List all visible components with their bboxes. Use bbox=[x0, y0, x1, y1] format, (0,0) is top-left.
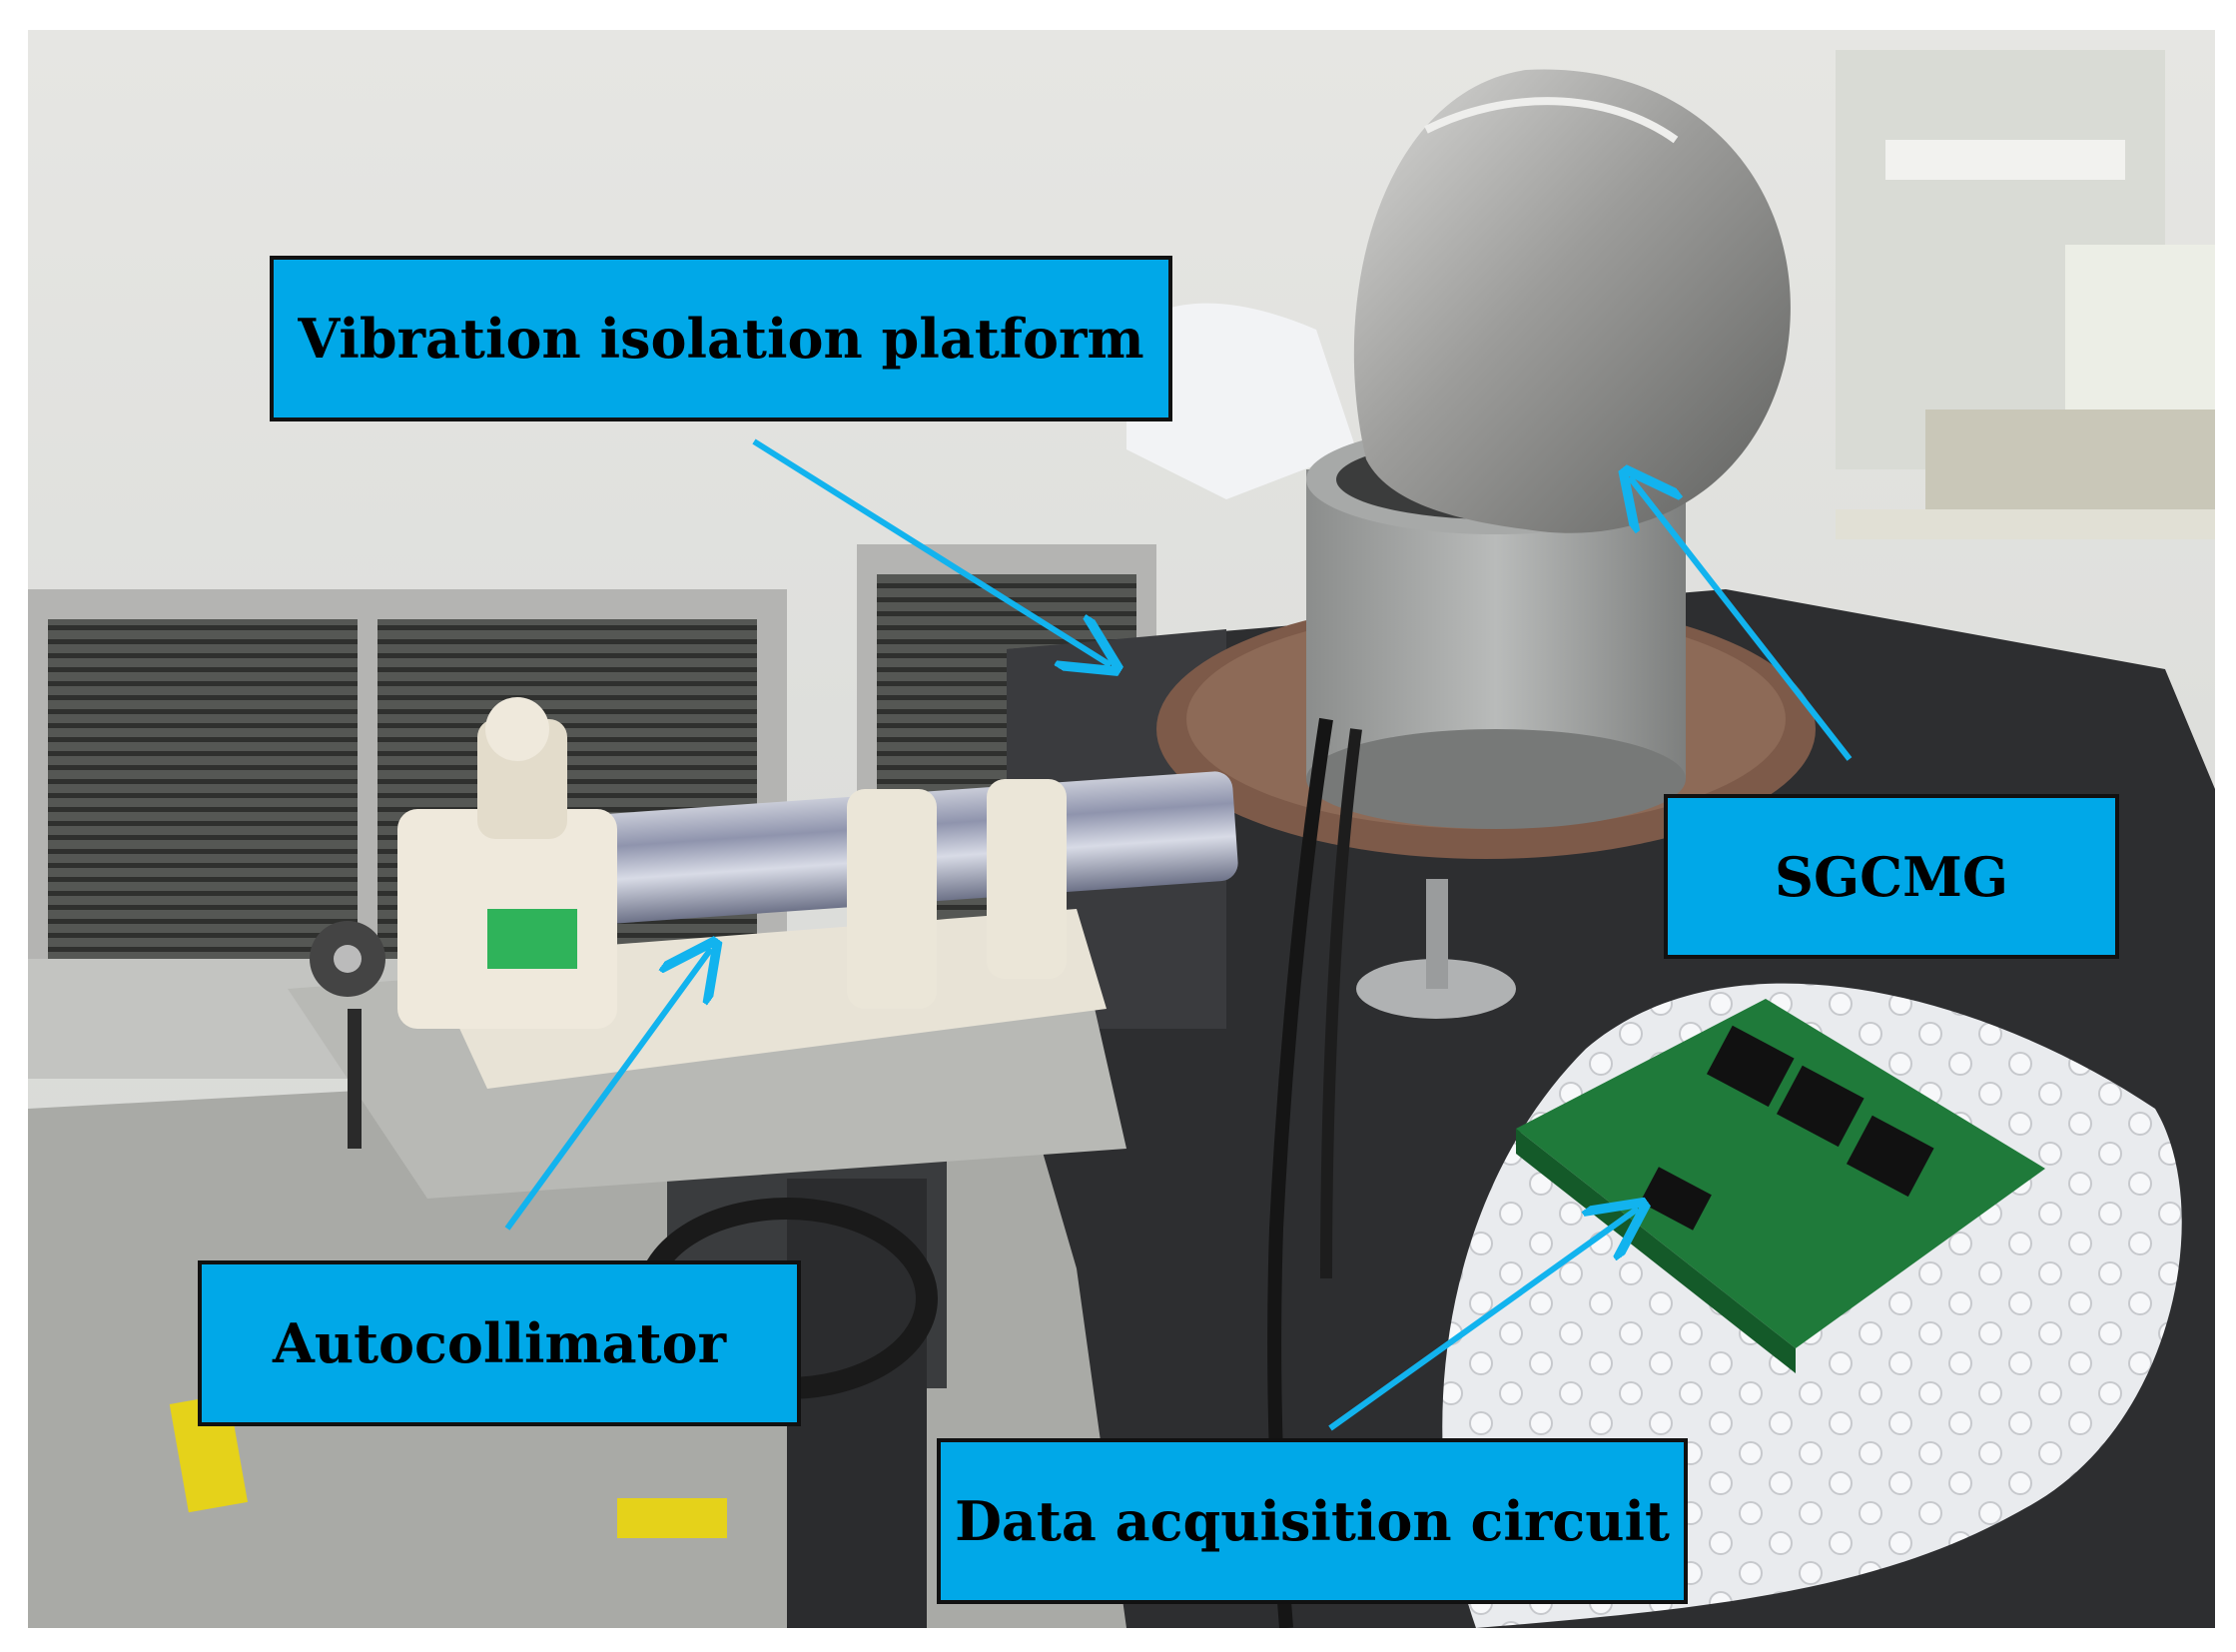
vibration-isolation-platform-label: Vibration isolation platform bbox=[270, 256, 1172, 421]
sgcmg-label: SGCMG bbox=[1664, 794, 2119, 959]
autocollimator-label: Autocollimator bbox=[198, 1260, 801, 1426]
data-acquisition-circuit-label: Data acquisition circuit bbox=[937, 1438, 1688, 1604]
